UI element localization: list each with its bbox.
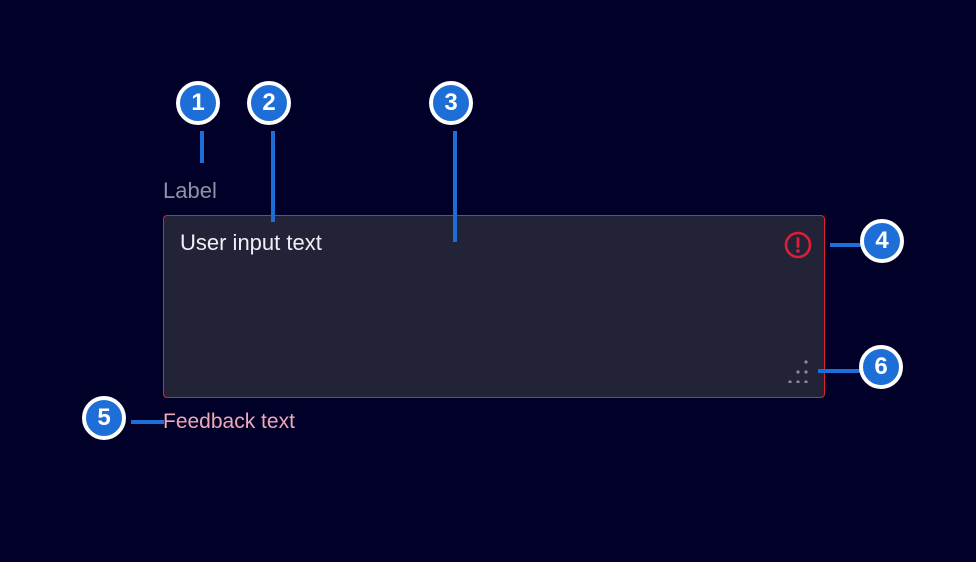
callout-2-container: 2 bbox=[247, 81, 291, 125]
callout-3-number: 3 bbox=[444, 89, 458, 116]
callout-1-label: 1 bbox=[176, 81, 220, 125]
resize-grip-icon[interactable] bbox=[788, 359, 808, 383]
callout-2-number: 2 bbox=[262, 89, 276, 116]
alert-circle-icon bbox=[784, 231, 812, 259]
callout-line-6 bbox=[818, 369, 861, 373]
callout-6-number: 6 bbox=[874, 353, 888, 380]
callout-line-1 bbox=[200, 131, 204, 163]
callout-line-5 bbox=[131, 420, 164, 424]
callout-4-error-icon: 4 bbox=[860, 219, 904, 263]
callout-6-resize-grip: 6 bbox=[859, 345, 903, 389]
callout-4-number: 4 bbox=[875, 227, 889, 254]
callout-5-feedback: 5 bbox=[82, 396, 126, 440]
callout-line-2 bbox=[271, 131, 275, 222]
callout-5-number: 5 bbox=[97, 404, 111, 431]
callout-line-4 bbox=[830, 243, 861, 247]
textarea-input[interactable]: User input text bbox=[163, 215, 825, 398]
callout-line-3 bbox=[453, 131, 457, 242]
feedback-text: Feedback text bbox=[163, 410, 295, 433]
textarea-label: Label bbox=[163, 178, 217, 203]
callout-1-number: 1 bbox=[191, 89, 205, 116]
textarea-value: User input text bbox=[180, 230, 322, 255]
callout-3-input-text: 3 bbox=[429, 81, 473, 125]
